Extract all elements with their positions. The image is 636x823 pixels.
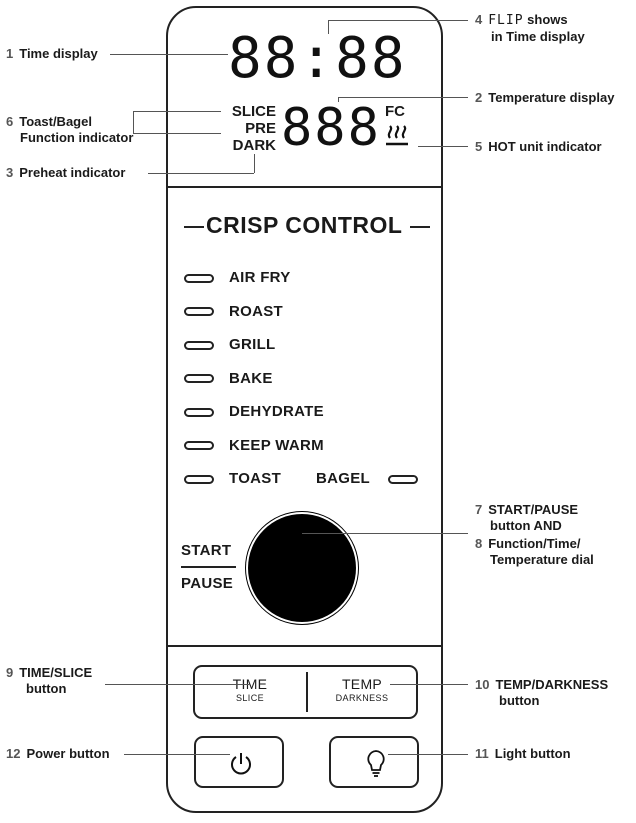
time-slice-button[interactable]: TIME SLICE bbox=[196, 668, 304, 716]
leader-3-vertical bbox=[254, 154, 255, 173]
time-display: 88:88 bbox=[228, 26, 407, 91]
led-air-fry bbox=[184, 274, 214, 283]
title-dash-right bbox=[410, 226, 430, 228]
leader-4 bbox=[328, 20, 468, 21]
leader-12 bbox=[124, 754, 230, 755]
lightbulb-icon bbox=[367, 750, 385, 777]
hot-steam-icon bbox=[386, 125, 408, 146]
led-roast bbox=[184, 307, 214, 316]
led-bagel bbox=[388, 475, 418, 484]
leader-7-8 bbox=[302, 533, 468, 534]
led-toast bbox=[184, 475, 214, 484]
function-air-fry: AIR FRY bbox=[229, 269, 291, 286]
power-icon bbox=[231, 753, 251, 775]
leader-11 bbox=[388, 754, 468, 755]
leader-4-vertical bbox=[328, 20, 329, 34]
function-dehydrate: DEHYDRATE bbox=[229, 403, 324, 420]
led-grill bbox=[184, 341, 214, 350]
function-bagel: BAGEL bbox=[316, 470, 370, 487]
leader-6-bottom bbox=[133, 133, 221, 134]
function-grill: GRILL bbox=[229, 336, 276, 353]
time-temp-separator bbox=[306, 672, 308, 712]
leader-10 bbox=[390, 684, 468, 685]
dark-indicator: DARK bbox=[232, 137, 276, 154]
leader-1 bbox=[110, 54, 228, 55]
preheat-label-pre: PRE bbox=[245, 120, 276, 137]
leader-2-vertical bbox=[338, 97, 339, 102]
buttons-divider bbox=[167, 645, 442, 647]
led-dehydrate bbox=[184, 408, 214, 417]
control-panel-outline bbox=[166, 6, 443, 813]
function-toast: TOAST bbox=[229, 470, 282, 487]
led-keep-warm bbox=[184, 441, 214, 450]
temp-darkness-button[interactable]: TEMP DARKNESS bbox=[309, 668, 415, 716]
leader-5 bbox=[418, 146, 468, 147]
time-temp-button-group bbox=[193, 665, 418, 719]
function-keep-warm: KEEP WARM bbox=[229, 437, 324, 454]
temp-button-label: TEMP bbox=[341, 676, 383, 692]
start-pause-divider bbox=[181, 566, 236, 568]
power-button[interactable] bbox=[194, 736, 284, 788]
light-button[interactable] bbox=[329, 736, 419, 788]
temperature-display: 888 bbox=[281, 98, 381, 158]
start-label: START bbox=[181, 542, 232, 559]
slice-indicator: SLICE bbox=[231, 103, 276, 120]
led-bake bbox=[184, 374, 214, 383]
pause-label: PAUSE bbox=[181, 575, 234, 592]
leader-2 bbox=[338, 97, 468, 98]
crisp-control-title: CRISP CONTROL bbox=[206, 212, 403, 238]
leader-6-top bbox=[133, 111, 221, 112]
leader-3 bbox=[148, 173, 254, 174]
start-pause-dial[interactable] bbox=[248, 514, 356, 622]
darkness-button-sublabel: DARKNESS bbox=[335, 693, 389, 703]
slice-button-sublabel: SLICE bbox=[235, 693, 264, 703]
title-dash-left bbox=[184, 226, 204, 228]
leader-6-bracket bbox=[133, 111, 134, 133]
function-roast: ROAST bbox=[229, 303, 283, 320]
function-bake: BAKE bbox=[229, 370, 273, 387]
leader-9 bbox=[105, 684, 250, 685]
display-divider bbox=[167, 186, 442, 188]
unit-indicator: FC bbox=[385, 103, 405, 120]
